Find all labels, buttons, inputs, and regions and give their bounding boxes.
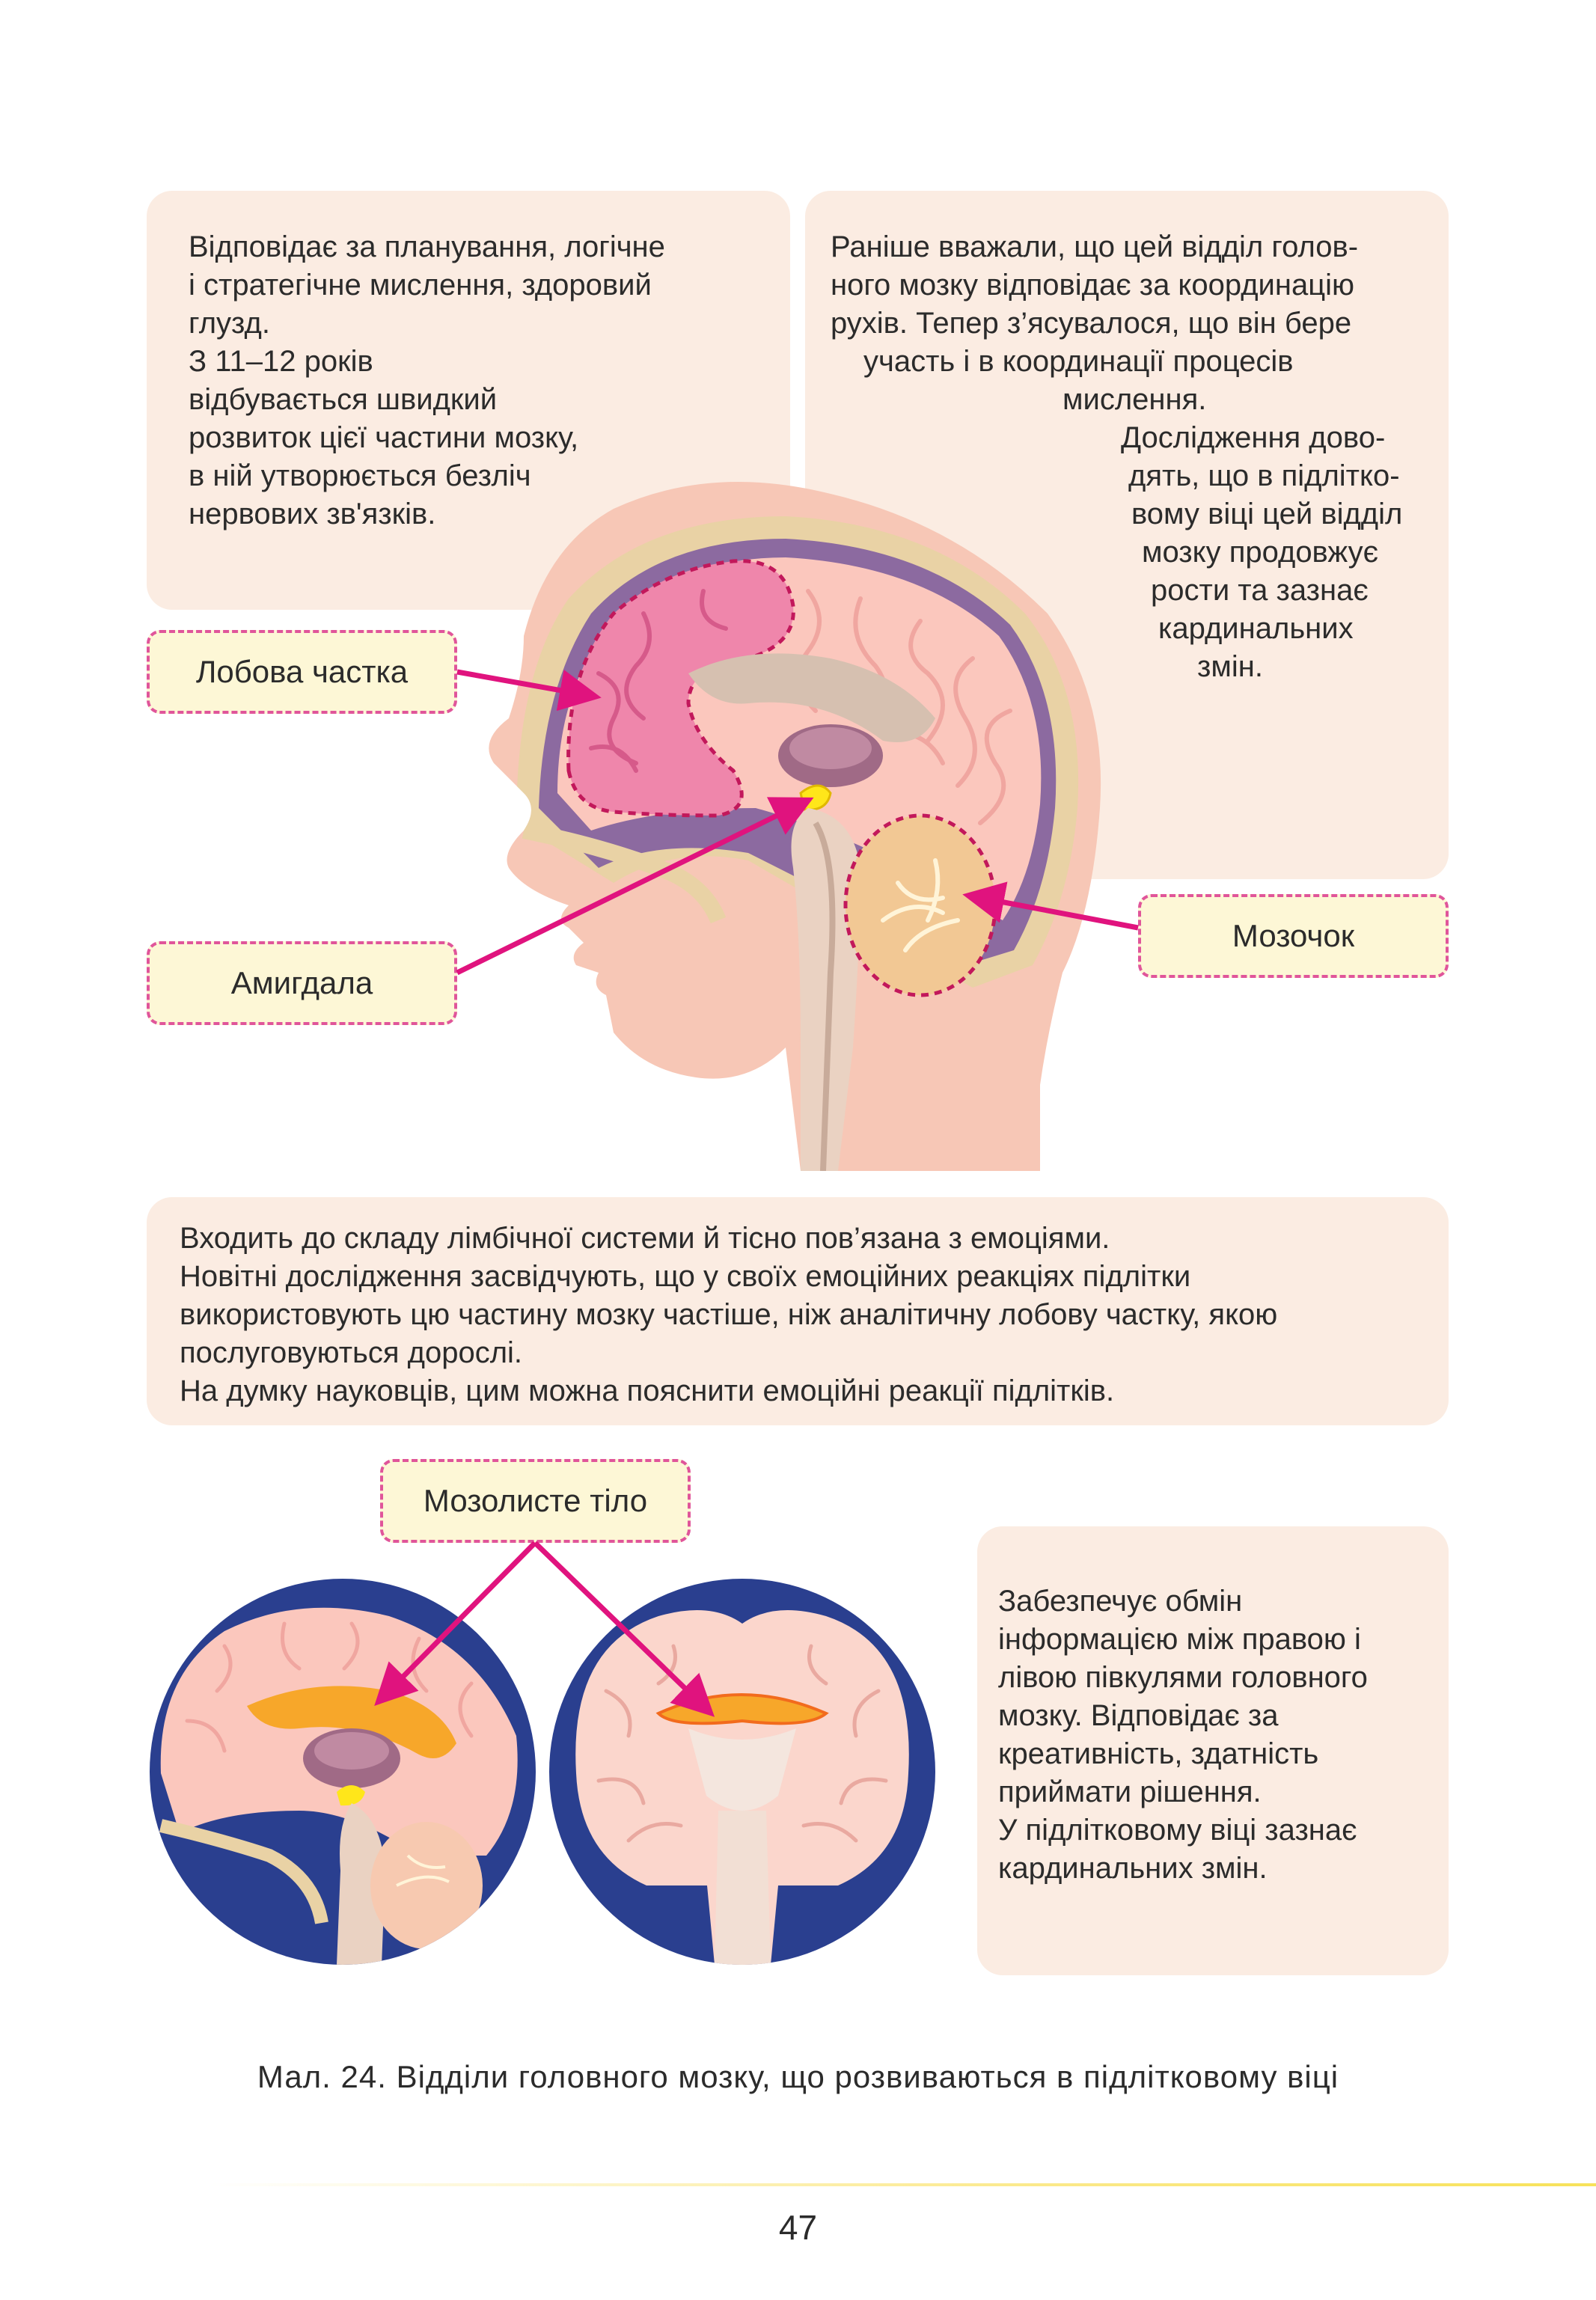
text-line: відбувається швидкий — [189, 383, 498, 416]
text-line: ного мозку відповідає за координацію — [831, 269, 1355, 302]
cerebellum-info-text: Раніше вважали, що цей відділ голов- ног… — [831, 228, 1444, 686]
text-line: Новітні дослідження засвідчують, що у св… — [180, 1260, 1191, 1293]
text-line: в ній утворюється безліч — [189, 459, 531, 492]
arrow-cerebellum — [962, 881, 1139, 931]
amygdala-info-box — [147, 1197, 1449, 1425]
text-line: розвиток цієї частини мозку, — [189, 421, 579, 454]
text-line: інформацією між правою і — [998, 1623, 1361, 1656]
text-line: мозку продовжує — [1142, 536, 1378, 569]
text-line: У підлітковому віці зазнає — [998, 1814, 1357, 1847]
text-line: рости та зазнає — [1151, 574, 1369, 607]
text-line: мислення. — [1063, 383, 1207, 416]
text-line: і стратегічне мислення, здоровий — [189, 269, 652, 302]
arrow-amygdala — [456, 797, 814, 976]
brainstem — [791, 808, 860, 1171]
text-line: Входить до складу лімбічної системи й ті… — [180, 1222, 1110, 1255]
text-line: На думку науковців, цим можна пояснити е… — [180, 1374, 1115, 1407]
text-line: Забезпечує обмін — [998, 1585, 1243, 1618]
text-line: кардинальних — [1158, 612, 1354, 645]
text-line: Дослідження дово- — [1121, 421, 1386, 454]
arrow-callosum-left — [374, 1541, 537, 1706]
text-line: нервових зв'язків. — [189, 498, 436, 530]
corpus-callosum-info-text: Забезпечує обмін інформацією між правою … — [998, 1582, 1368, 1888]
label-frontal-lobe: Лобова частка — [147, 630, 457, 714]
text-line: дять, що в підлітко- — [1128, 459, 1400, 492]
amygdala-info-text: Входить до складу лімбічної системи й ті… — [180, 1220, 1277, 1410]
text-line: лівою півкулями головного — [998, 1661, 1368, 1694]
arrow-frontal — [456, 669, 602, 712]
text-line: мозку. Відповідає за — [998, 1699, 1279, 1732]
text-line: Відповідає за планування, логічне — [189, 230, 665, 263]
page-number: 47 — [778, 2208, 818, 2247]
thalamus-inner — [789, 727, 872, 769]
text-line: рухів. Тепер з’ясувалося, що він бере — [831, 307, 1352, 340]
arrow-callosum-right — [533, 1541, 715, 1717]
figure-caption: Мал. 24. Відділи головного мозку, що роз… — [257, 2059, 1339, 2094]
text-line: приймати рішення. — [998, 1776, 1262, 1808]
footer-rule — [210, 2183, 1596, 2186]
text-line: глузд. — [189, 307, 270, 340]
corpus-callosum-info-box — [977, 1526, 1449, 1975]
text-line: кардинальних змін. — [998, 1852, 1268, 1885]
frontal-lobe-info-text: Відповідає за планування, логічне і стра… — [189, 228, 665, 533]
text-line: креативність, здатність — [998, 1737, 1319, 1770]
text-line: використовують цю частину мозку частіше,… — [180, 1298, 1278, 1331]
text-line: послуговуються дорослі. — [180, 1336, 523, 1369]
text-line: участь і в координації процесів — [863, 345, 1294, 378]
corpus-callosum — [688, 653, 935, 742]
text-line: вому віці цей відділ — [1131, 498, 1403, 530]
text-line: Раніше вважали, що цей відділ голов- — [831, 230, 1359, 263]
label-amygdala: Амигдала — [147, 941, 457, 1025]
label-corpus-callosum: Мозолисте тіло — [380, 1459, 691, 1543]
label-cerebellum: Мозочок — [1138, 894, 1449, 978]
text-line: З 11–12 років — [189, 345, 373, 378]
text-line: змін. — [1197, 650, 1263, 683]
